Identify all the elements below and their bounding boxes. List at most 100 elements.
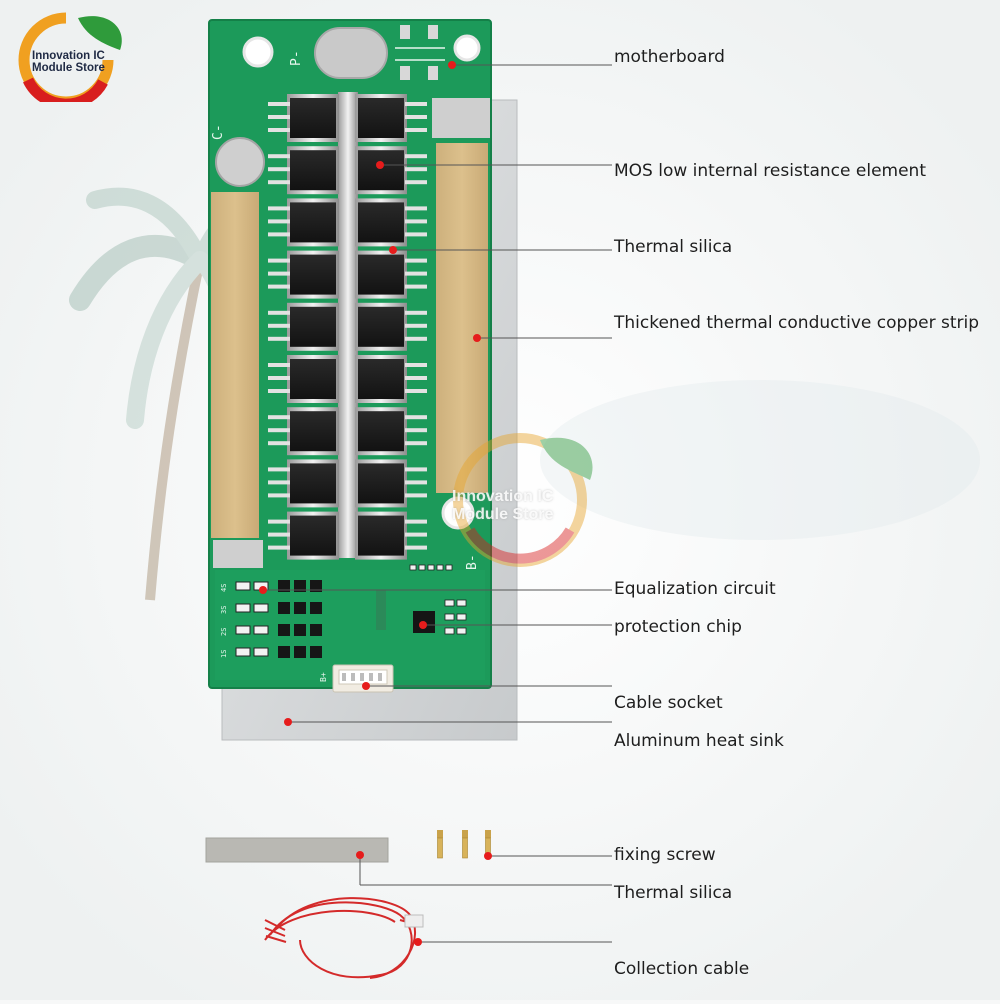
callout-equalization: Equalization circuit [614,579,776,599]
mosfet-pin [268,271,290,276]
mosfet-body [290,411,336,452]
socket-pin [369,673,373,681]
mosfet-pin [405,415,427,420]
callout-heat-sink: Aluminum heat sink [614,731,784,751]
mosfet-pin [268,532,290,537]
screw-body [462,837,468,859]
mosfet-pin [268,376,290,380]
mosfet-pin [405,180,427,185]
mosfet-body [290,359,336,399]
cell-label-4s: 4S [220,584,228,592]
balance-transistor [310,646,322,658]
balance-resistor [235,625,251,635]
mosfet-pin [405,258,427,263]
mosfet-pin [268,415,290,420]
mosfet-pin [405,428,427,433]
mosfet-body [358,202,404,243]
mosfet-pin [268,167,290,172]
mosfet-pin [405,389,427,393]
mosfet-pin [405,232,427,237]
mosfet-pin [405,284,427,289]
leader-dot [473,334,481,342]
mosfet-pin [268,480,290,485]
mosfet-pin [268,336,290,341]
socket-pin [360,673,364,681]
smd-component [445,564,453,571]
leader-dot [284,718,292,726]
callout-motherboard: motherboard [614,47,725,67]
balance-transistor [310,602,322,614]
leader-dot [259,586,267,594]
leader-dot [389,246,397,254]
screw-head [462,830,468,838]
smd-component [444,613,455,621]
smd-component [409,564,417,571]
mosfet-pin [268,219,290,224]
mosfet-body [358,463,404,504]
smd-component [427,564,435,571]
callout-thermal-silica-pad: Thermal silica [614,883,733,903]
socket-pin [342,673,346,681]
cell-label-3s: 3S [220,606,228,614]
store-logo: Innovation IC Module Store [8,10,128,110]
smd-component [456,613,467,621]
mosfet-pin [268,428,290,433]
p-minus-label: P- [289,50,304,66]
callout-thermal-silica: Thermal silica [614,237,733,257]
mosfet-pin [405,441,427,446]
mosfet-body [358,411,404,452]
leader-dot [362,682,370,690]
balance-resistor [253,603,269,613]
leader-dot [356,851,364,859]
socket-pin [378,673,382,681]
balance-resistor [235,647,251,657]
mosfet-pin [268,310,290,315]
cell-label-1s: 1S [220,650,228,658]
b-plus-label: B+ [319,672,328,682]
mosfet-body [358,254,404,295]
screw-head [437,830,443,838]
smd-component [418,564,426,571]
mosfet-pin [268,115,290,119]
balance-transistor [278,646,290,658]
mosfet-body [358,150,404,191]
screw-body [437,837,443,859]
mosfet-pin [405,271,427,276]
collection-cable-illustration [264,897,424,979]
balance-resistor [253,647,269,657]
callout-copper-strip: Thickened thermal conductive copper stri… [614,313,980,333]
watermark-logo [453,433,593,567]
balance-transistor [294,624,306,636]
socket-pin [351,673,355,681]
mosfet-pin [405,480,427,485]
balance-transistor [294,580,306,592]
mosfet-pin [268,284,290,289]
copper-strip-right [436,143,488,493]
callout-protection-chip: protection chip [614,617,742,637]
mosfet-pin [268,519,290,524]
mosfet-pin [268,363,290,367]
mosfet-pin [405,376,427,380]
mosfet-pin [268,441,290,446]
mosfet-pin [268,232,290,237]
smd-component [444,627,455,635]
smd-component [456,627,467,635]
logo-mark [18,12,122,110]
watermark-text: Innovation IC Module Store [452,488,554,523]
silk-text-area [376,590,386,630]
mosfet-body [290,515,336,556]
cell-label-2s: 2S [220,628,228,636]
mosfet-body [290,463,336,504]
balance-resistor [235,603,251,613]
leader-dot [484,852,492,860]
mosfet-pin [405,532,427,537]
mosfet-body [290,306,336,347]
mosfet-pin [268,128,290,132]
leader-dot [376,161,384,169]
balance-resistor [235,581,251,591]
mosfet-body [358,515,404,556]
mosfet-body [290,98,336,138]
mosfet-pin [405,167,427,172]
mosfet-pin [405,545,427,550]
